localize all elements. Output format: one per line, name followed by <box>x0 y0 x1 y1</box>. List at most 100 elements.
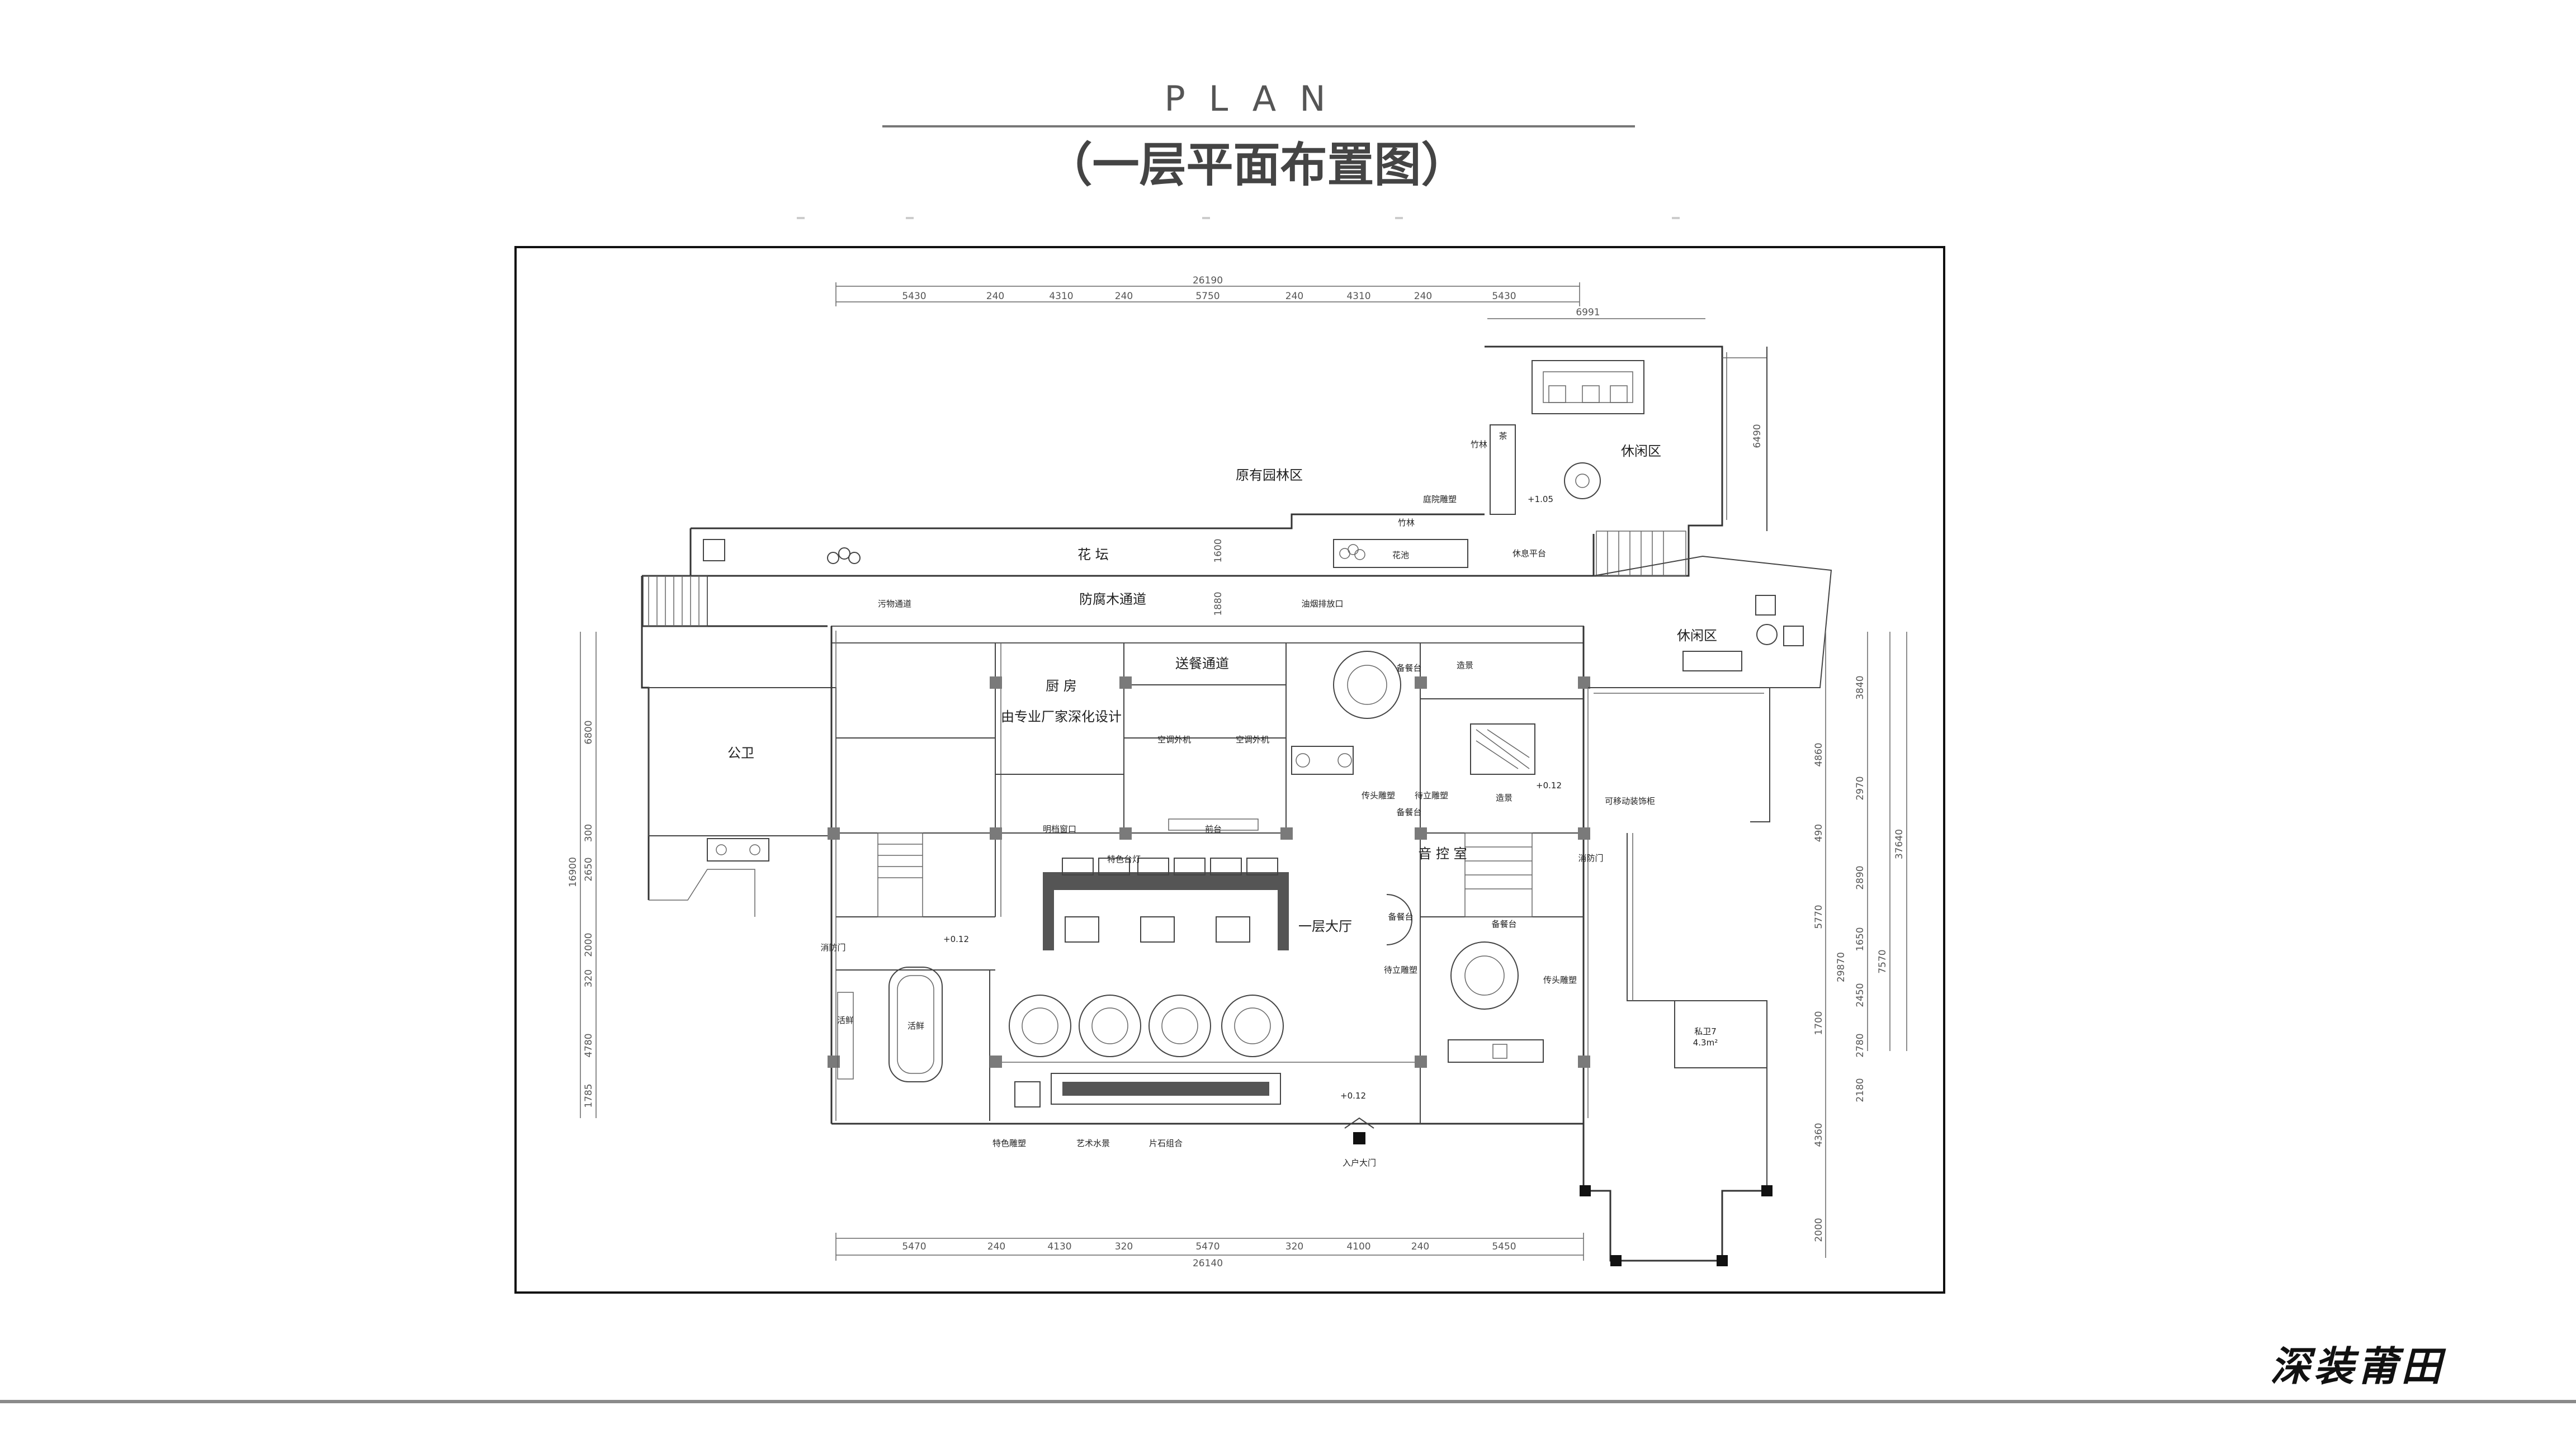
label-pool: 花池 <box>1392 550 1409 560</box>
dim-right-seg: 490 <box>1813 824 1825 842</box>
label-rest-platform: 休息平台 <box>1512 548 1546 559</box>
dim-right-seg: 2970 <box>1855 776 1866 800</box>
dim-right-total: 37640 <box>1894 829 1905 859</box>
label-dining-screen: 造景 <box>1457 660 1473 670</box>
label-lounge-top: 休闲区 <box>1621 443 1661 459</box>
lobby-counter <box>1043 858 1289 950</box>
dim-top-seg: 5430 <box>902 291 926 302</box>
dim-left-seg: 4780 <box>583 1033 594 1057</box>
label-kitchen: 厨 房 <box>1046 678 1077 694</box>
label-exhaust-port: 油烟排放口 <box>1301 599 1343 609</box>
tea-table <box>1490 424 1516 515</box>
round-table <box>1564 462 1601 499</box>
dim-top-seg: 5430 <box>1492 291 1516 302</box>
sofa-set <box>1532 360 1644 414</box>
dim-top-seg: 240 <box>1285 291 1303 302</box>
dim-right-seg: 2180 <box>1855 1078 1866 1102</box>
label-bamboo-1: 竹林 <box>1471 439 1487 449</box>
east-annex: 私卫7 4.3m² <box>1580 687 1773 1266</box>
decor-tick <box>906 217 914 219</box>
dim-lounge-width: 6991 <box>1576 307 1600 318</box>
dim-bottom-seg: 320 <box>1115 1241 1133 1252</box>
top-lounge-area: 6490 茶 休闲区 竹林 +1.05 <box>1471 345 1767 577</box>
label-ac-unit-1: 空调外机 <box>1157 735 1191 745</box>
bottom-dimension-chain: 5470 240 4130 320 5470 320 4100 240 5450… <box>835 1233 1584 1269</box>
private-room-1: 备餐台 传头雕塑 待立雕塑 <box>1291 651 1448 801</box>
label-seafood-left: 活鲜 <box>837 1015 854 1025</box>
decor-tick <box>797 217 805 219</box>
dim-bottom-seg: 4130 <box>1047 1241 1071 1252</box>
plan-title-cn: （一层平面布置图） <box>1045 138 1468 192</box>
label-public-wc: 公卫 <box>727 745 754 761</box>
label-seafood-tank: 活鲜 <box>907 1021 924 1031</box>
sound-control-room: 音 控 室 消防门 备餐台 <box>1386 832 1604 945</box>
label-ac-unit-2: 空调外机 <box>1236 735 1269 745</box>
label-prep-station-1: 备餐台 <box>1396 663 1421 673</box>
brand-signature: 深装莆田 <box>2270 1342 2445 1390</box>
label-fire-door-left: 消防门 <box>820 943 845 953</box>
dim-right-seg: 2000 <box>1813 1218 1825 1242</box>
bottom-rule <box>0 1400 2576 1403</box>
dim-right-total: 29870 <box>1836 952 1847 982</box>
label-feature-counter: 特色台灯 <box>1107 854 1141 864</box>
label-pass-window: 明档窗口 <box>1043 824 1076 834</box>
lobby-round-tables <box>1009 995 1284 1057</box>
dim-bottom-seg: 5470 <box>902 1241 926 1252</box>
front-desk <box>1168 818 1259 831</box>
dim-right-seg: 1700 <box>1813 1011 1825 1035</box>
dim-bottom-seg: 240 <box>987 1241 1005 1252</box>
public-wc: 公卫 <box>641 626 836 917</box>
dim-right-seg: 1650 <box>1855 927 1866 951</box>
dim-right-seg: 4860 <box>1813 742 1825 766</box>
label-dirt-passage: 污物通道 <box>878 599 911 609</box>
label-sound-room: 音 控 室 <box>1418 846 1467 862</box>
dim-right-seg: 3840 <box>1855 675 1866 699</box>
label-flower-bed: 花 坛 <box>1077 547 1109 562</box>
dim-right-seg: 2450 <box>1855 983 1866 1007</box>
dim-right-seg: 4360 <box>1813 1123 1825 1147</box>
decor-tick <box>1395 217 1403 219</box>
drawing-frame <box>514 246 1945 1294</box>
dim-bottom-seg: 4100 <box>1346 1241 1370 1252</box>
dim-right-seg: 5770 <box>1813 905 1825 929</box>
label-garden: 原有园林区 <box>1236 467 1303 483</box>
label-sculpture: 特色雕塑 <box>992 1138 1026 1148</box>
dim-boardwalk: 1880 <box>1213 591 1224 616</box>
level-mark-1: +1.05 <box>1528 494 1553 504</box>
dim-left-total: 16900 <box>568 857 579 887</box>
dim-bottom-seg: 5470 <box>1195 1241 1220 1252</box>
left-dimension-chain: 16900 6800 300 2650 2000 320 4780 1785 <box>568 632 597 1118</box>
label-tea: 茶 <box>1499 431 1507 441</box>
label-movable-partition: 可移动装饰柜 <box>1605 796 1655 806</box>
plan-title-en: PLAN <box>1164 78 1349 119</box>
label-waiter-station-2: 传头雕塑 <box>1543 975 1577 985</box>
label-serving-corridor: 送餐通道 <box>1175 656 1229 671</box>
dim-top-seg: 4310 <box>1049 291 1073 302</box>
label-private-wc: 私卫7 <box>1694 1026 1717 1036</box>
private-room-3: 备餐台 待立雕塑 传头雕塑 备餐台 <box>1384 807 1577 1063</box>
top-dimension-chain: 26190 5430 240 4310 240 5750 240 4310 24… <box>835 275 1705 319</box>
dim-right-seg: 2890 <box>1855 865 1866 889</box>
art-water-feature <box>1051 1073 1281 1105</box>
label-boardwalk: 防腐木通道 <box>1079 591 1146 607</box>
dim-top-seg: 240 <box>1414 291 1432 302</box>
private-wc <box>1674 1000 1767 1068</box>
decor-tick <box>1672 217 1680 219</box>
planter-pool <box>1333 539 1468 568</box>
left-stair <box>877 832 923 917</box>
dim-left-seg: 300 <box>583 824 594 842</box>
label-prep-station-3: 备餐台 <box>1491 919 1516 929</box>
level-mark-2: +0.12 <box>943 934 969 944</box>
entrance-marker <box>1353 1132 1365 1144</box>
label-front-desk: 前台 <box>1205 824 1222 834</box>
label-landscape-sculpture: 庭院雕塑 <box>1423 494 1457 504</box>
dim-left-seg: 6800 <box>583 720 594 744</box>
flower-bed-strip: 花 坛 花池 1600 <box>689 513 1594 577</box>
right-dimension-chain: 4860 490 5770 1700 4360 2000 29870 3840 … <box>1813 632 1907 1258</box>
label-lobby: 一层大厅 <box>1298 919 1352 934</box>
label-waiter-station-4: 待立雕塑 <box>1384 965 1417 975</box>
label-fire-door-right: 消防门 <box>1578 853 1603 863</box>
dim-top-seg: 240 <box>1115 291 1133 302</box>
main-building <box>828 626 1590 1125</box>
